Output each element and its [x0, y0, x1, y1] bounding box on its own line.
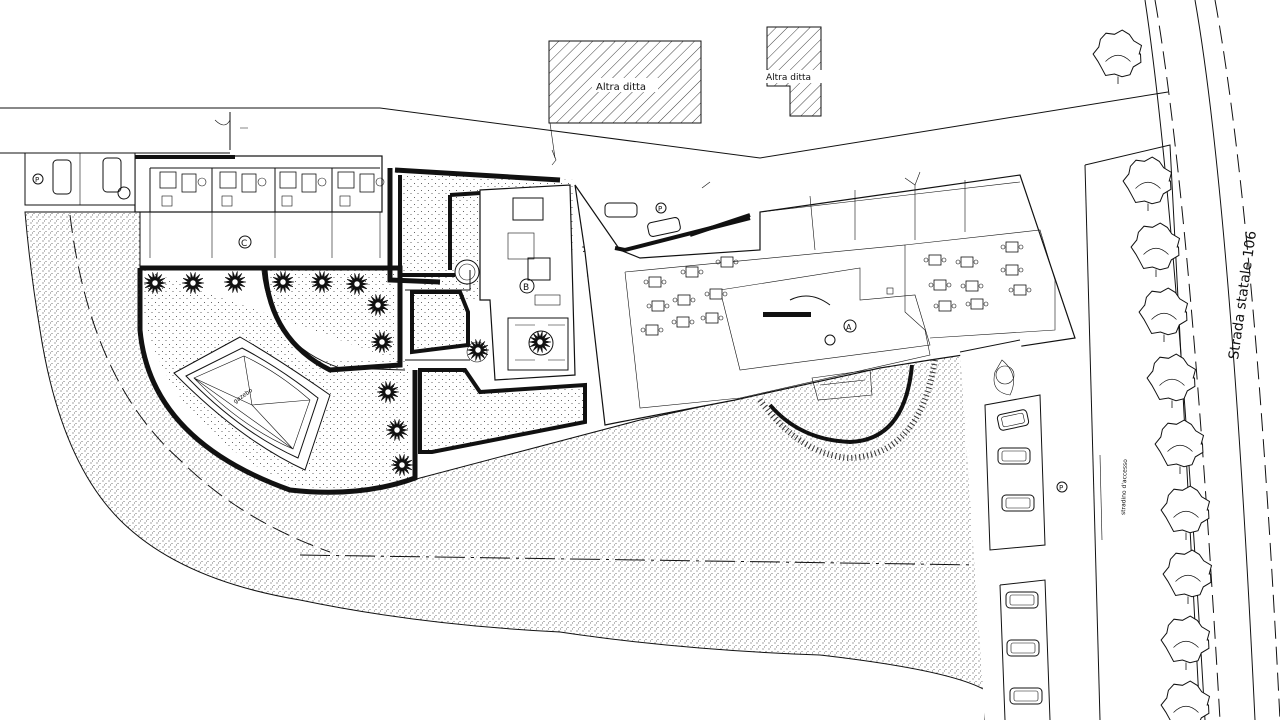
car-icon: [1009, 687, 1043, 705]
tree-icon: [528, 331, 552, 353]
annex-zone-label: B: [523, 283, 529, 293]
state-road-label: Strada statale 106: [1226, 230, 1260, 361]
tree-icon: [370, 331, 394, 353]
tree-icon: [1162, 549, 1213, 604]
car-icon: [1001, 494, 1035, 512]
rooms-block: C: [134, 155, 385, 258]
dining-table: [700, 312, 724, 324]
tree-icon: [1122, 156, 1173, 211]
dining-table: [933, 300, 957, 312]
dining-table: [923, 254, 947, 266]
room-furniture: [219, 171, 267, 207]
dining-table: [955, 256, 979, 268]
tree-icon: [1160, 485, 1211, 540]
annex-building: B: [479, 184, 576, 381]
dining-table: [671, 316, 695, 328]
tree-icon: [310, 271, 334, 293]
dining-table: [928, 279, 952, 291]
tree-icon: [1138, 287, 1189, 342]
parking-top-label: P: [658, 205, 662, 213]
state-road: Strada statale 106 stradino d'accesso: [1084, 0, 1280, 720]
dining-table: [1000, 241, 1024, 253]
tree-icon: [376, 381, 400, 403]
parking-right-label: P: [1059, 484, 1063, 492]
neighbour-building-right-label: Altra ditta: [766, 73, 811, 83]
misc-markers: [214, 119, 921, 189]
dining-table: [704, 288, 728, 300]
car-icon: [1005, 591, 1039, 609]
tree-icon: [1160, 680, 1211, 720]
tree-icon: [271, 271, 295, 293]
car-icon: [1006, 639, 1040, 657]
dining-table: [1008, 284, 1032, 296]
dining-table: [715, 256, 739, 268]
tree-icon: [366, 294, 390, 316]
car-icon: [997, 447, 1031, 465]
neighbour-building-left-label: Altra ditta: [596, 82, 646, 93]
tree-icon: [1160, 615, 1211, 670]
parking-left: P: [24, 152, 136, 213]
tree-icon: [466, 339, 490, 361]
parking-top: P: [604, 202, 751, 237]
dining-table: [672, 294, 696, 306]
main-hall-zone-label: A: [846, 323, 852, 332]
neighbour-building-right: Altra ditta: [764, 26, 824, 117]
tree-icon: [181, 272, 205, 294]
dining-table: [646, 300, 670, 312]
tree-icon: [143, 272, 167, 294]
tree-icon: [390, 454, 414, 476]
rooms-block-zone-label: C: [241, 239, 247, 249]
tree-icon: [345, 273, 369, 295]
dining-table: [965, 298, 989, 310]
car-icon: [996, 409, 1030, 431]
tree-icon: [223, 271, 247, 293]
tree-icon: [385, 419, 409, 441]
dining-table: [643, 276, 667, 288]
dining-table: [640, 324, 664, 336]
room-furniture: [337, 171, 385, 207]
dining-table: [1000, 264, 1024, 276]
dining-table: [960, 280, 984, 292]
room-furniture: [279, 171, 327, 207]
tree-row-parterre: [143, 271, 414, 476]
parking-right: P: [959, 338, 1068, 720]
dining-table: [680, 266, 704, 278]
room-furniture: [159, 171, 207, 207]
tree-icon: [1130, 222, 1181, 277]
parking-left-label: P: [35, 176, 39, 184]
access-lane-label: stradino d'accesso: [1120, 459, 1129, 515]
neighbour-building-left: Altra ditta: [548, 40, 702, 124]
tree-icon: [1154, 419, 1205, 474]
tree-icon: [1092, 29, 1143, 84]
pavilion: gazebo: [173, 336, 331, 471]
tree-icon: [1146, 353, 1197, 408]
